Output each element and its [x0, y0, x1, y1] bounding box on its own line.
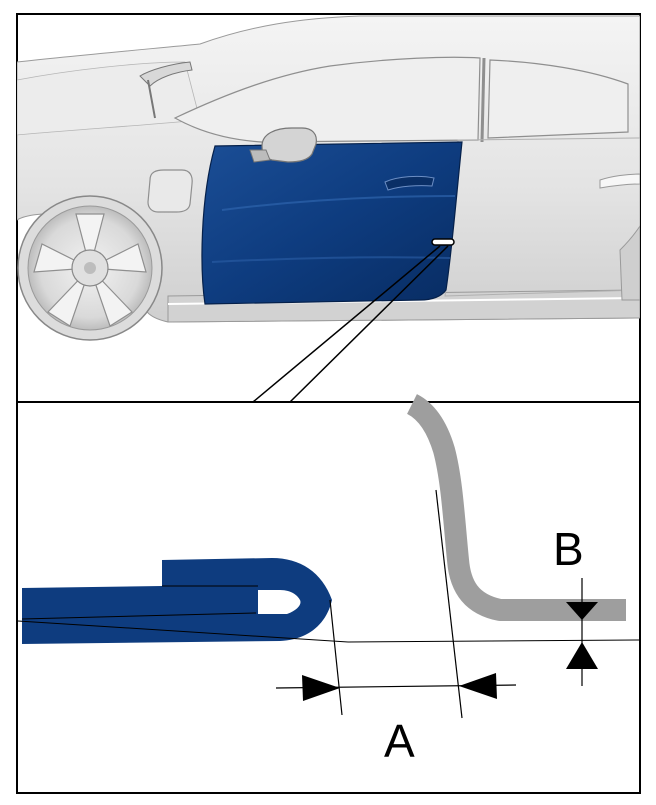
reference-line	[17, 620, 349, 643]
dim-a-extension-left	[329, 599, 343, 716]
charge-flap	[147, 169, 193, 213]
dim-a-extension-right	[435, 489, 463, 719]
window-glass	[173, 56, 481, 143]
side-mirror	[249, 127, 317, 163]
zoom-leader-left	[252, 245, 441, 403]
figure-frame	[16, 13, 641, 794]
body-panel-section	[406, 394, 626, 621]
dim-a-arrow-left	[302, 675, 340, 701]
door-hem-section	[22, 558, 332, 644]
dim-a-label: A	[384, 715, 415, 767]
car-overview	[17, 15, 640, 341]
dim-b-arrow-top	[566, 602, 598, 620]
section-detail: A B	[17, 394, 641, 767]
front-wheel	[17, 195, 163, 341]
door-handle	[384, 175, 435, 191]
dim-b-arrow-bottom	[566, 642, 598, 669]
dim-b-label: B	[553, 523, 584, 575]
dim-a-arrow-right	[459, 673, 497, 699]
detail-marker	[431, 238, 455, 246]
zoom-leader-right	[289, 245, 449, 403]
front-door-panel	[201, 141, 463, 305]
